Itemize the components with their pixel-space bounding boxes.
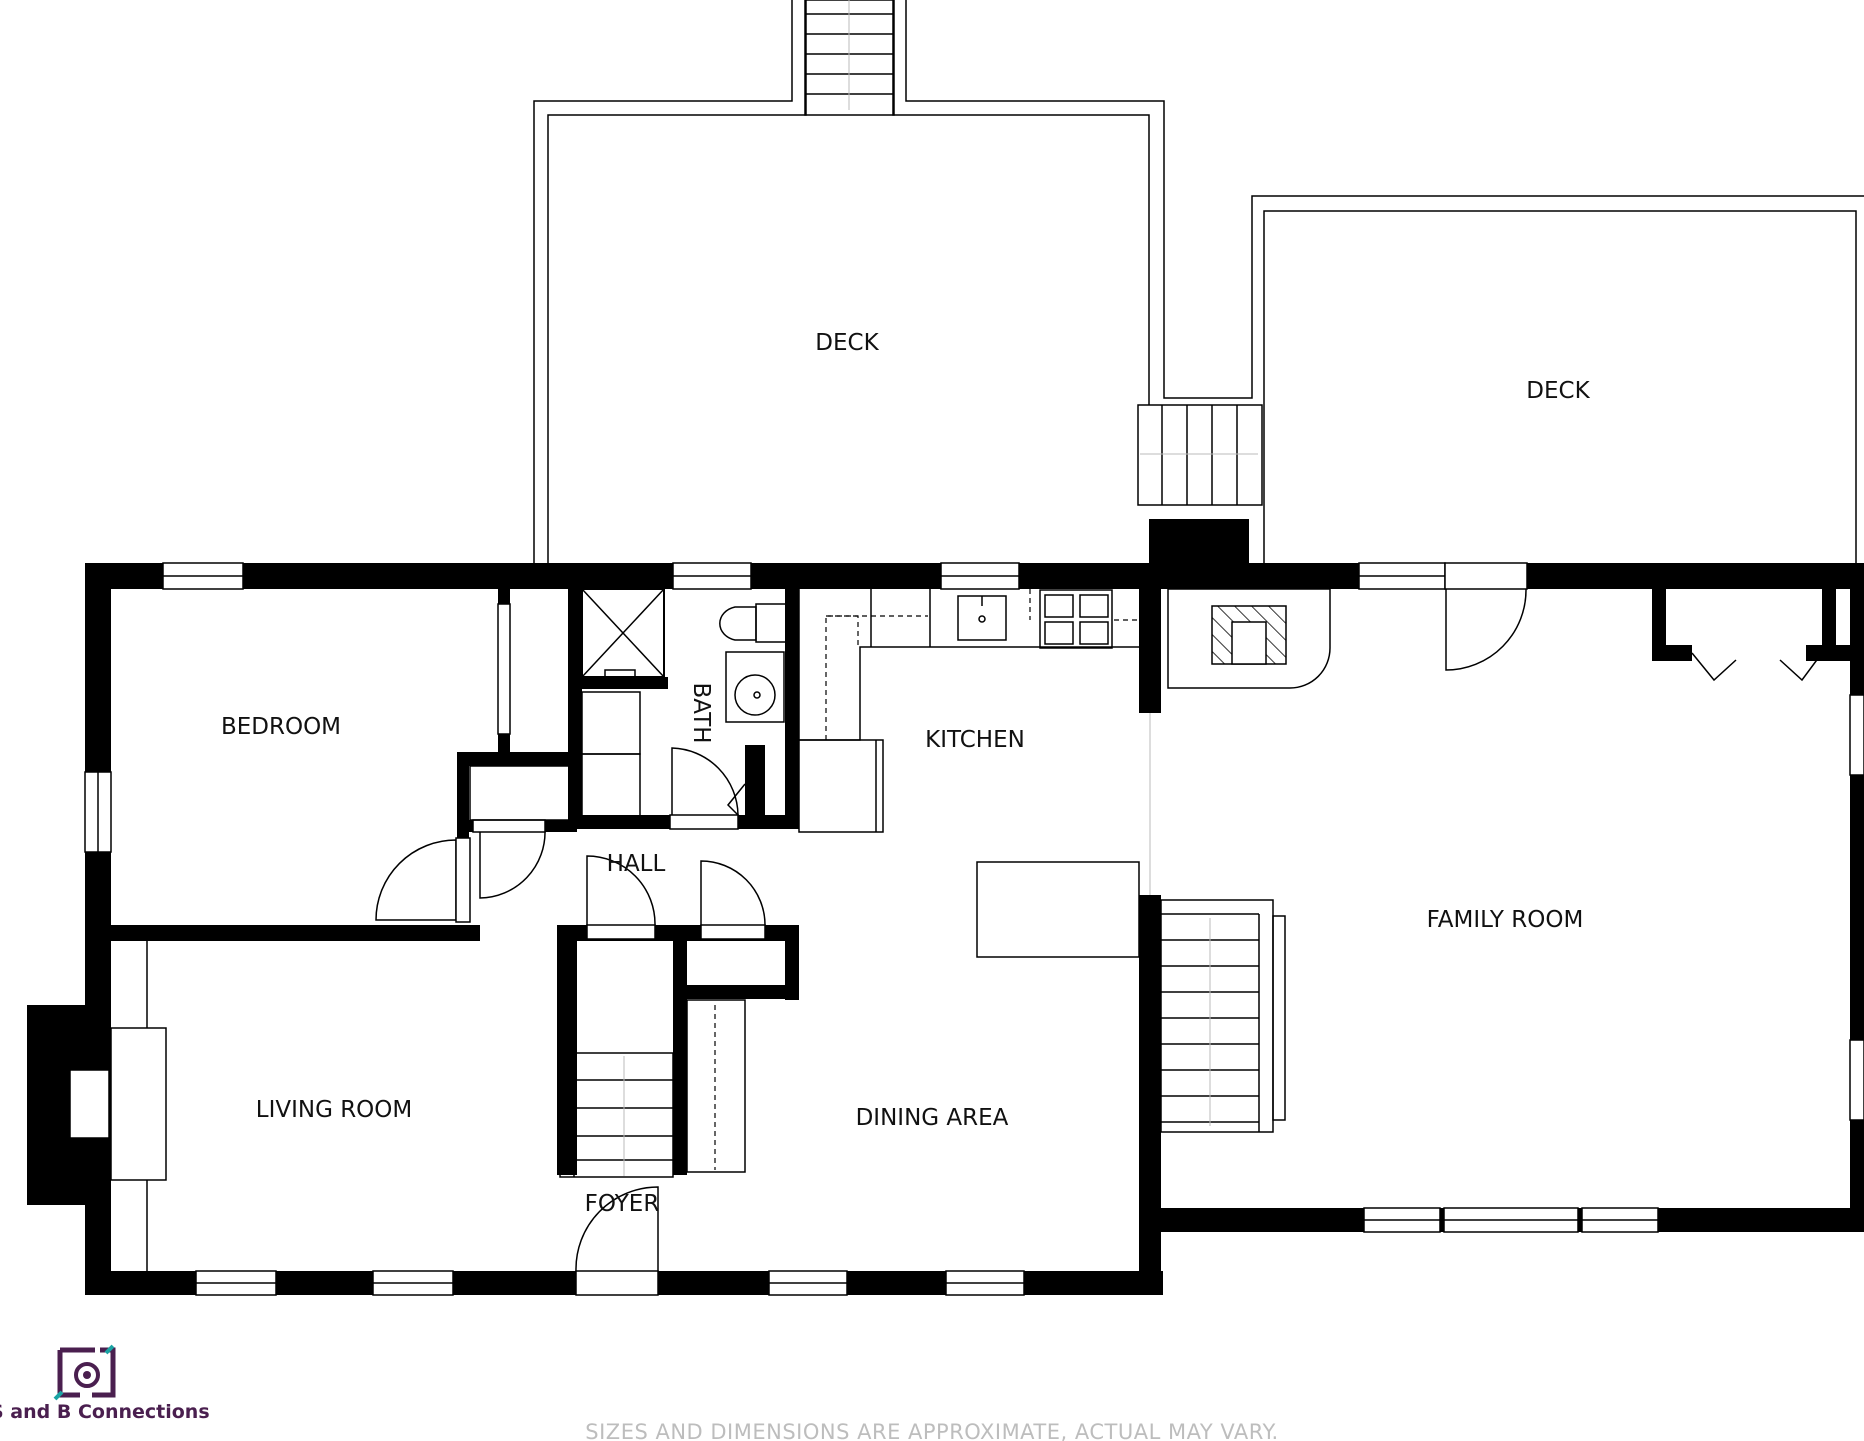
- doors: [375, 562, 1823, 1296]
- label-bedroom: BEDROOM: [221, 714, 341, 740]
- label-bath: BATH: [688, 682, 714, 743]
- label-dining-area: DINING AREA: [856, 1105, 1009, 1131]
- company-logo: S and B Connections: [0, 1344, 210, 1423]
- label-hall: HALL: [607, 851, 666, 877]
- deck-stairs-top: [804, 0, 895, 116]
- label-foyer: FOYER: [585, 1191, 660, 1217]
- logo-text: S and B Connections: [0, 1401, 210, 1423]
- disclaimer: SIZES AND DIMENSIONS ARE APPROXIMATE, AC…: [585, 1420, 1278, 1441]
- label-kitchen: KITCHEN: [925, 727, 1025, 753]
- room-labels: DECK DECK BEDROOM BATH KITCHEN HALL FAMI…: [221, 330, 1591, 1217]
- deck-stairs-middle: [1137, 404, 1263, 506]
- fixtures: [51, 588, 1331, 1271]
- label-family-room: FAMILY ROOM: [1427, 907, 1584, 933]
- exterior-walls: [27, 519, 1864, 1295]
- label-living-room: LIVING ROOM: [256, 1097, 413, 1123]
- windows: [84, 562, 1864, 1296]
- camera-icon: [53, 1344, 116, 1401]
- deck-upper: [533, 0, 1864, 563]
- label-deck-right: DECK: [1526, 378, 1590, 404]
- interior-walls: [85, 563, 1850, 1175]
- label-deck-upper: DECK: [815, 330, 879, 356]
